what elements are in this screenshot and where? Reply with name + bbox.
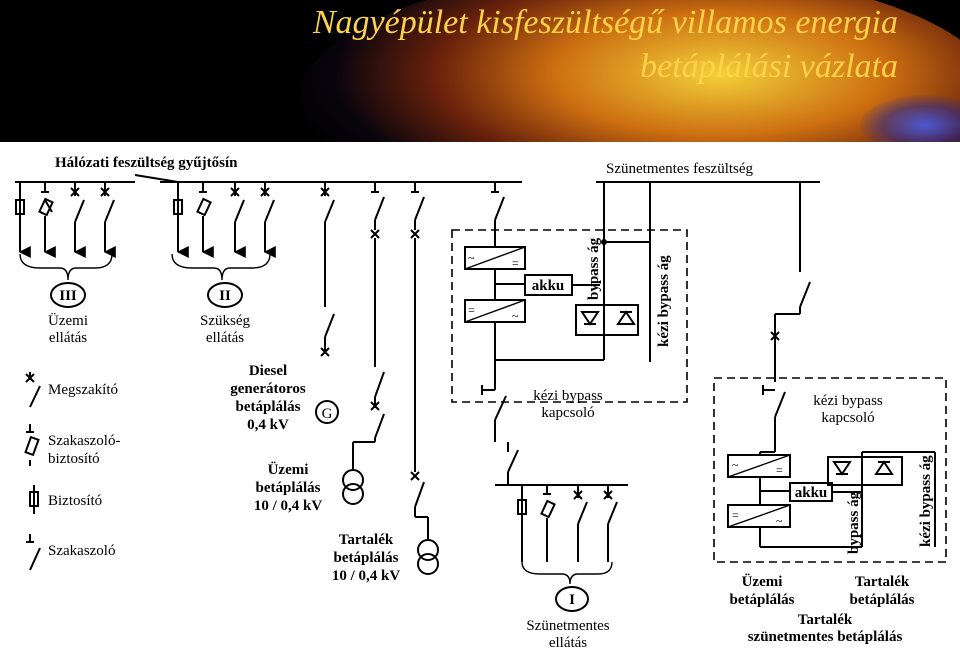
ups1-manual-switch-line2: kapcsoló [541,405,594,421]
ups1-ac-out: ~ [512,309,519,323]
generator-letter: G [322,406,333,422]
ups2-ac-out: ~ [776,514,783,528]
diagram-panel: Hálózati feszültség gyűjtősín Szünetment… [0,142,960,660]
br-ups-reserve-line2: szünetmentes betáplálás [748,629,903,645]
slide-header: Nagyépület kisfeszültségű villamos energ… [0,0,960,142]
reserve-feed-branch [410,182,439,575]
group-i-line1: Szünetmentes [526,618,609,634]
diesel-line3: betáplálás [235,399,300,415]
legend-breaker: Megszakító [48,382,118,398]
ups1-output [481,380,628,612]
ups2-ac-in: ~ [732,458,739,472]
ups1-manual-switch-line1: kézi bypass [533,388,603,404]
group-ii-badge [207,282,243,308]
reserve-feed-line1: Tartalék [339,532,394,548]
generator-symbol [315,400,339,424]
br-main-line2: betáplálás [729,592,794,608]
br-main-line1: Üzemi [742,573,783,590]
ups2-manual-switch-line2: kapcsoló [821,410,874,426]
ups1-bypass: bypass ág [586,237,602,300]
legend-fuse: Biztosító [48,493,102,509]
reserve-feed-line2: betáplálás [333,550,398,566]
ups1-block [451,182,688,403]
group-iii-line1: Üzemi [48,312,88,329]
ups2-manual-switch-line1: kézi bypass [813,393,883,409]
busbar-ups-label: Szünetmentes feszültség [606,161,754,177]
busbar-network-label: Hálózati feszültség gyűjtősín [55,155,238,171]
legend-fuse-switch-line2: biztosító [48,451,100,467]
legend-symbols [24,372,41,571]
group-iii-feeders [15,182,116,308]
ups2-battery: akku [795,485,828,501]
diesel-line4: 0,4 kV [247,417,289,433]
reserve-feed-line3: 10 / 0,4 kV [332,568,401,584]
ups2-dc-in: = [732,508,739,522]
ups2-block [713,182,947,563]
main-feed-line2: betáplálás [255,480,320,496]
ups1-ac-in: ~ [468,251,475,265]
br-reserve-line2: betáplálás [849,592,914,608]
br-ups-reserve-line1: Tartalék [798,612,853,628]
ups1-battery: akku [532,278,565,294]
legend-fuse-switch-line1: Szakaszoló- [48,433,120,449]
slide-title-line1: Nagyépület kisfeszültségű villamos energ… [312,4,898,41]
group-ii-feeders [171,182,276,308]
group-iii-badge [50,282,86,308]
group-ii-line2: ellátás [206,330,244,346]
main-busbar [15,174,522,183]
group-iii-line2: ellátás [49,330,87,346]
ups1-manual-bypass: kézi bypass ág [656,255,672,347]
ups1-dc-out: = [512,256,519,270]
slide-title-line2: betáplálási vázlata [640,48,898,85]
orange-glow-decoration [300,0,960,142]
ups1-dc-in: = [468,303,475,317]
group-iii-roman: III [59,288,77,304]
group-i-line2: ellátás [549,635,587,651]
group-i-badge [555,586,589,612]
ups2-bypass: bypass ág [846,491,862,554]
schematic-diagram: Hálózati feszültség gyűjtősín Szünetment… [15,155,947,651]
br-reserve-line1: Tartalék [855,574,910,590]
group-i-roman: I [569,592,575,608]
diesel-branch [315,182,339,424]
legend-disconnector: Szakaszoló [48,543,115,559]
main-feed-line3: 10 / 0,4 kV [254,498,323,514]
ups2-manual-bypass: kézi bypass ág [918,455,934,547]
ups2-dc-out: = [776,463,783,477]
diesel-line1: Diesel [249,363,287,379]
group-ii-roman: II [219,288,231,304]
main-feed-line1: Üzemi [268,461,309,478]
diesel-line2: generátoros [230,381,306,397]
main-feed-branch [342,182,385,505]
group-ii-line1: Szükség [200,313,250,329]
